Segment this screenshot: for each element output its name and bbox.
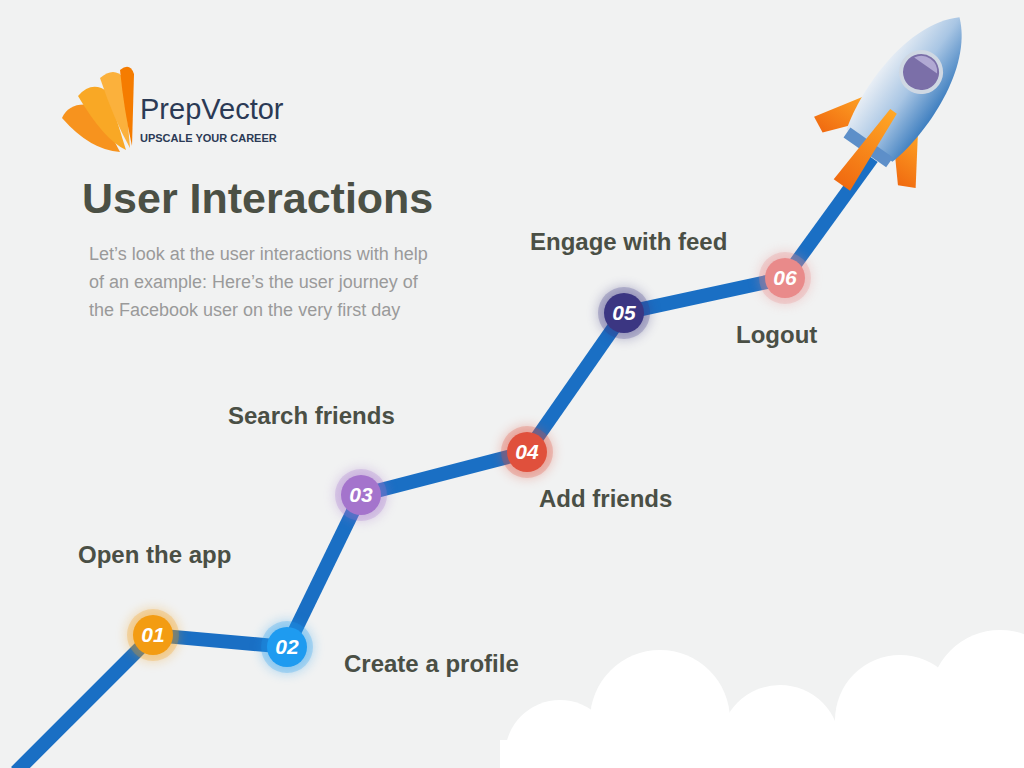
step-number: 02 <box>267 627 307 667</box>
path-connector <box>171 637 269 646</box>
path-connector <box>378 457 509 491</box>
logo-mark <box>62 67 134 152</box>
step-circle: 05Engage with feed <box>604 293 644 333</box>
step-number: 06 <box>765 258 805 298</box>
step-circle: 03Search friends <box>341 475 381 515</box>
step-label: Logout <box>736 321 817 349</box>
step-label: Engage with feed <box>530 228 727 256</box>
step-number: 03 <box>341 475 381 515</box>
step-number: 01 <box>133 615 173 655</box>
brand-tagline: UPSCALE YOUR CAREER <box>140 132 277 144</box>
path-connector <box>642 282 768 309</box>
rocket <box>791 0 1010 221</box>
step-number: 05 <box>604 293 644 333</box>
step-label: Create a profile <box>344 650 519 678</box>
step-number: 04 <box>507 432 547 472</box>
step-circle: 06Logout <box>765 258 805 298</box>
path-connector <box>295 511 353 631</box>
step-label: Search friends <box>228 402 395 430</box>
brand-name: PrepVector <box>140 93 283 126</box>
path-connector <box>537 328 613 437</box>
clouds <box>500 630 1024 768</box>
caption: Let’s look at the user interactions with… <box>89 240 434 324</box>
path-tail <box>16 635 153 768</box>
step-label: Add friends <box>539 485 672 513</box>
step-label: Open the app <box>78 541 231 569</box>
step-circle: 02Create a profile <box>267 627 307 667</box>
step-circle: 01Open the app <box>133 615 173 655</box>
title: User Interactions <box>82 174 433 223</box>
step-circle: 04Add friends <box>507 432 547 472</box>
